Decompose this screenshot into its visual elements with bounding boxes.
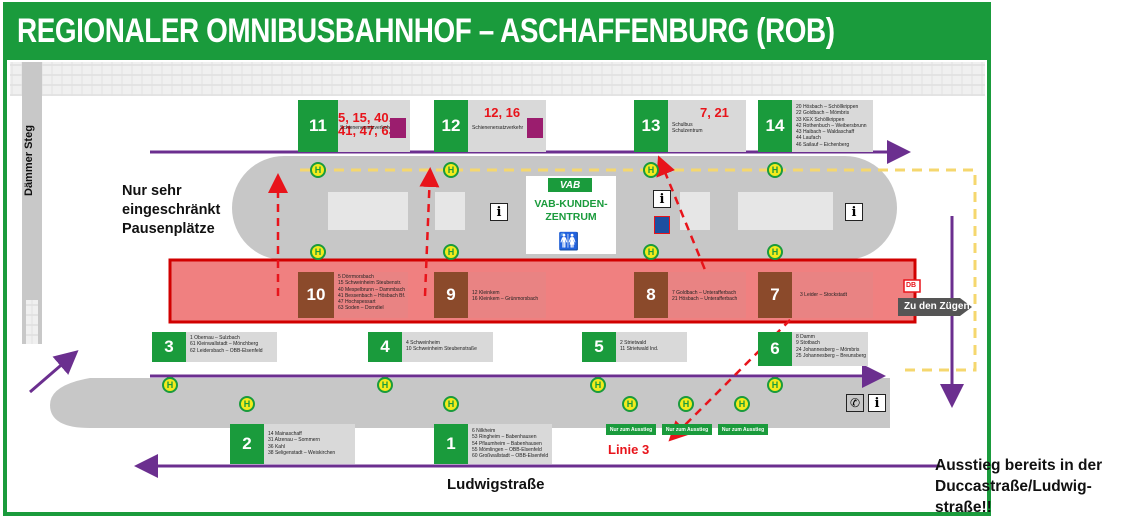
bay-11-number: 11 — [298, 100, 338, 152]
daemmer-steg-label: Dämmer Steg — [23, 125, 35, 196]
bus-stop-icon: H — [622, 396, 638, 412]
page-title: REGIONALER OMNIBUSBAHNHOF – ASCHAFFENBUR… — [17, 12, 835, 50]
daemmer-steg-bridge — [22, 62, 42, 344]
bus-stop-icon: H — [162, 377, 178, 393]
db-logo — [903, 279, 921, 293]
bay-13-red-lines: 7, 21 — [700, 105, 729, 120]
bay-2-lines: 14 Mainaschaff 31 Alzenau – Sommern 36 K… — [268, 431, 336, 456]
bay-12-number: 12 — [434, 100, 468, 152]
bay-7-number: 7 — [758, 272, 792, 318]
rail-replacement-icon — [527, 118, 543, 138]
info-icon: i — [490, 203, 508, 221]
bay-4-lines: 4 Schweinheim 10 Schweinheim Steubenstra… — [406, 340, 477, 353]
bay-5-number: 5 — [582, 332, 616, 362]
bay-12-red-lines: 12, 16 — [484, 105, 521, 120]
bay-13-number: 13 — [634, 100, 668, 152]
bay-10-lines: 5 Dörrmorsbach 15 Schweinheim Steubenstr… — [338, 274, 406, 312]
bay-4-number: 4 — [368, 332, 402, 362]
bus-stop-icon: H — [643, 244, 659, 260]
title-bar: REGIONALER OMNIBUSBAHNHOF – ASCHAFFENBUR… — [3, 2, 991, 60]
alighting-only-tag: Nur zum Ausstieg — [662, 424, 712, 435]
rail-tracks — [10, 62, 985, 96]
bay-14-lines: 20 Hösbach – Schöllkrippen 22 Goldbach –… — [796, 104, 867, 148]
ticket-machine-icon — [654, 216, 670, 234]
alighting-only-tag: Nur zum Ausstieg — [606, 424, 656, 435]
info-icon: i — [653, 190, 671, 208]
bay-3-number: 3 — [152, 332, 186, 362]
route-arrow-bay9 — [419, 167, 440, 297]
bus-stop-icon: H — [767, 377, 783, 393]
alighting-only-tag: Nur zum Ausstieg — [718, 424, 768, 435]
bus-stop-icon: H — [734, 396, 750, 412]
route-arrow-linie3 — [668, 309, 801, 442]
bay-9-lines: 12 Kleinkem 16 Kleinkem – Grünmorsbach — [472, 290, 539, 303]
bus-stop-icon: H — [678, 396, 694, 412]
bay-11-red-lines: 5, 15, 40, 41, 47, 63 — [338, 110, 396, 138]
bus-stop-icon: H — [643, 162, 659, 178]
route-arrow-bay8 — [656, 155, 712, 283]
bay-7-lines: 3 Leider – Stockstadt — [800, 292, 847, 298]
bay-13-lines: Schulbus Schulzentrum — [672, 122, 703, 135]
bay-5-lines: 2 Strietwald 11 Strietwald Ind. — [620, 340, 659, 353]
vab-logo: VAB — [548, 178, 592, 192]
bus-stop-icon: H — [310, 244, 326, 260]
exit-note: Ausstieg bereits in der Duccastraße/Ludw… — [935, 457, 1103, 516]
bus-stop-icon: H — [443, 162, 459, 178]
bay-8-number: 8 — [634, 272, 668, 318]
walking-path — [300, 168, 977, 372]
toilet-icon: 🚻 — [558, 232, 580, 251]
bay-11-lines: Schienenersatzverkehr — [340, 125, 392, 131]
bus-stop-icon: H — [310, 162, 326, 178]
bay-12-lines: Schienenersatzverkehr — [472, 125, 524, 131]
bay-2-number: 2 — [230, 424, 264, 464]
info-icon: i — [868, 394, 886, 412]
phone-icon: ✆ — [846, 394, 864, 412]
bus-stop-icon: H — [767, 244, 783, 260]
bus-stop-icon: H — [377, 377, 393, 393]
bay-3-lines: 1 Obernau – Sulzbach 61 Kleinwallstadt –… — [190, 335, 263, 354]
info-icon: i — [845, 203, 863, 221]
rail-replacement-icon — [390, 118, 406, 138]
linie3-label: Linie 3 — [608, 442, 650, 457]
to-trains-arrow — [898, 298, 972, 316]
to-trains-label: Zu den Zügen — [904, 301, 970, 312]
bus-stop-icon: H — [590, 377, 606, 393]
bus-lane-arrow-entry — [29, 350, 79, 394]
bus-stop-icon: H — [443, 244, 459, 260]
street-label: Ludwigstraße — [447, 476, 545, 493]
bay-1-number: 1 — [434, 424, 468, 464]
bay-10-number: 10 — [298, 272, 334, 318]
vab-center-label: VAB-KUNDEN- ZENTRUM — [534, 198, 608, 223]
bay-6-lines: 8 Damm 9 Stotbach 24 Johannesberg – Mömb… — [796, 334, 867, 359]
bay-6-number: 6 — [758, 332, 792, 366]
bus-stop-icon: H — [443, 396, 459, 412]
bus-stop-icon: H — [239, 396, 255, 412]
bay-14-number: 14 — [758, 100, 792, 152]
bay-1-lines: 6 Nilkheim 53 Ringheim – Babenhausen 54 … — [472, 428, 549, 460]
bay-9-number: 9 — [434, 272, 468, 318]
lower-platform — [50, 378, 890, 428]
bus-stop-icon: H — [767, 162, 783, 178]
bay-8-lines: 7 Goldbach – Unterafferbach 21 Hösbach –… — [672, 290, 738, 303]
db-label: DB — [906, 282, 917, 289]
pause-note: Nur sehr eingeschränkt Pausenplätze — [122, 183, 221, 237]
